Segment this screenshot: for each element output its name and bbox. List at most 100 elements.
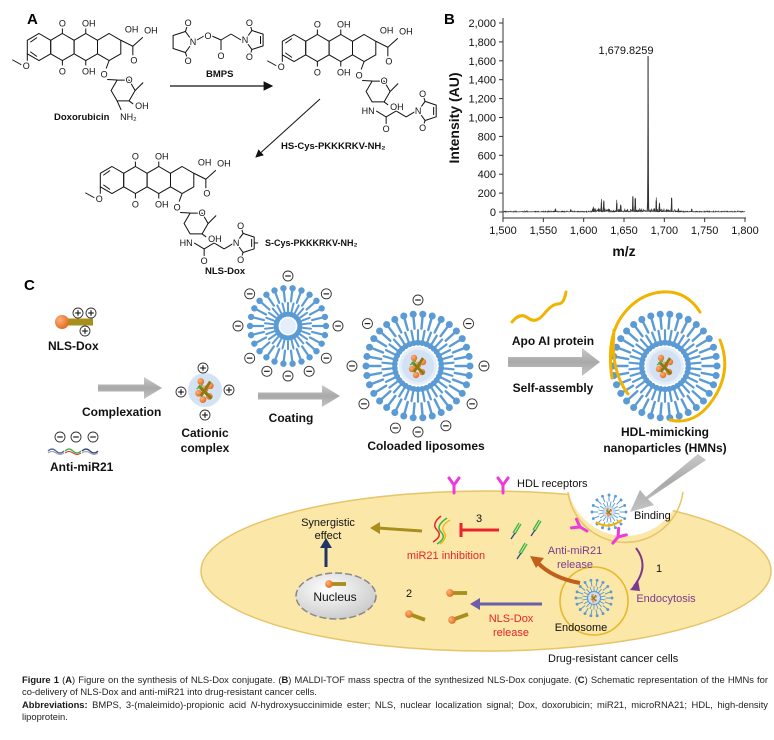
lipid-head [370, 389, 378, 397]
bond [205, 169, 217, 180]
nucleus-effect-arrowhead [320, 538, 332, 548]
lipid-tail [604, 601, 611, 605]
chemical-bonds [12, 26, 437, 257]
five-membered-ring [235, 232, 255, 254]
fused-ring [97, 32, 122, 62]
lipid-tail [691, 390, 703, 400]
lipid-tail [260, 301, 271, 311]
lipid-tail [686, 394, 696, 406]
atom-label: O [201, 256, 208, 266]
dox-ball [199, 396, 207, 403]
lipid-tail [631, 348, 643, 356]
dox-ball [410, 354, 418, 362]
nls-dox-product-label: NLS-Dox [205, 266, 246, 277]
lipid-tail [601, 598, 606, 601]
fused-ring [99, 165, 125, 195]
lipid-head [462, 381, 471, 389]
nls-dox-release-label-2: release [493, 627, 529, 639]
lipid-tail [668, 329, 673, 341]
lipid-head [247, 331, 255, 339]
peptide-rod [65, 318, 93, 326]
x-axis-title: m/z [612, 243, 635, 259]
lipid-tail [659, 316, 663, 330]
lipid-tail [274, 348, 281, 360]
dox-ball [325, 580, 333, 588]
atom-label: O [185, 56, 192, 66]
empty-liposome-icon [246, 285, 330, 367]
peak-annotation: 1,679.8259 [598, 45, 653, 57]
lipid-tail [609, 501, 612, 506]
atom-label: O [174, 203, 181, 213]
lipid-tail [302, 322, 313, 326]
binding-arrow [630, 454, 706, 512]
atom-label: N [233, 238, 240, 248]
y-tick-label: 1,800 [468, 37, 496, 49]
lipid-tail [590, 581, 593, 587]
lipid-tail [308, 336, 320, 344]
lipid-head [321, 313, 329, 321]
lipid-head [458, 335, 466, 343]
lipid-head [656, 310, 664, 318]
dox-ball [412, 371, 420, 379]
lipid-tail [448, 384, 461, 393]
anti-mir21-strand-icon [532, 519, 542, 532]
lipid-head [419, 386, 426, 392]
lipid-tail [442, 355, 454, 360]
lipid-tail [295, 292, 302, 304]
lipid-tail [690, 361, 702, 365]
lipid-head [263, 291, 270, 298]
lipid-head [415, 339, 421, 346]
lipid-tail [300, 296, 309, 307]
lipid-tail [582, 598, 587, 601]
lipid-tail [439, 326, 449, 338]
lipid-head [271, 287, 278, 294]
lipid-tail [615, 512, 620, 515]
atom-label: OH [82, 67, 96, 77]
lipid-head [465, 352, 473, 360]
lipid-tail [395, 398, 403, 411]
lipid-tail [433, 398, 441, 411]
lipid-head [607, 493, 611, 497]
bond [362, 80, 373, 82]
lipid-tail [667, 402, 671, 416]
lipid-tail [645, 387, 652, 398]
synergy-arrow [377, 526, 423, 533]
lipid-head [624, 510, 628, 514]
lipid-tail [642, 321, 650, 334]
lipid-tail [440, 348, 452, 356]
mir21-helix-icon [439, 519, 451, 545]
cationic-complex-label-1: Cationic [181, 426, 229, 440]
lipid-tail [297, 307, 305, 316]
lipid-head [246, 322, 254, 330]
lipid-head [709, 343, 718, 351]
dox-ball [446, 589, 454, 597]
lipid-head [657, 340, 664, 346]
x-tick-label: 1,500 [489, 225, 517, 237]
y-tick-label: 200 [478, 188, 496, 200]
lipid-tail [700, 371, 714, 377]
lipid-tail [599, 607, 603, 613]
lipid-tail [602, 497, 606, 503]
atom-label: OH [337, 20, 351, 30]
lipid-head [589, 578, 593, 582]
atom-label: OH [208, 234, 222, 244]
atom-label: OH [82, 19, 96, 29]
lipid-head [313, 297, 320, 305]
lipid-tail [289, 349, 294, 362]
lipid-head [591, 517, 595, 520]
lipid-tail [674, 400, 680, 414]
lipid-tail [682, 384, 691, 394]
peptide-rod [199, 380, 212, 398]
dox-ball [607, 514, 610, 517]
peptide-rod [330, 582, 347, 586]
bond [196, 35, 205, 41]
bond [389, 83, 399, 92]
bond [395, 110, 407, 118]
lipid-head [437, 409, 445, 417]
bond [107, 79, 118, 81]
rna-strand [196, 384, 204, 390]
lipid-head [612, 381, 621, 389]
lipid-head [363, 352, 371, 360]
coloaded-liposomes-label: Coloaded liposomes [367, 439, 485, 453]
anti-mir21-strand-icon [64, 451, 82, 455]
